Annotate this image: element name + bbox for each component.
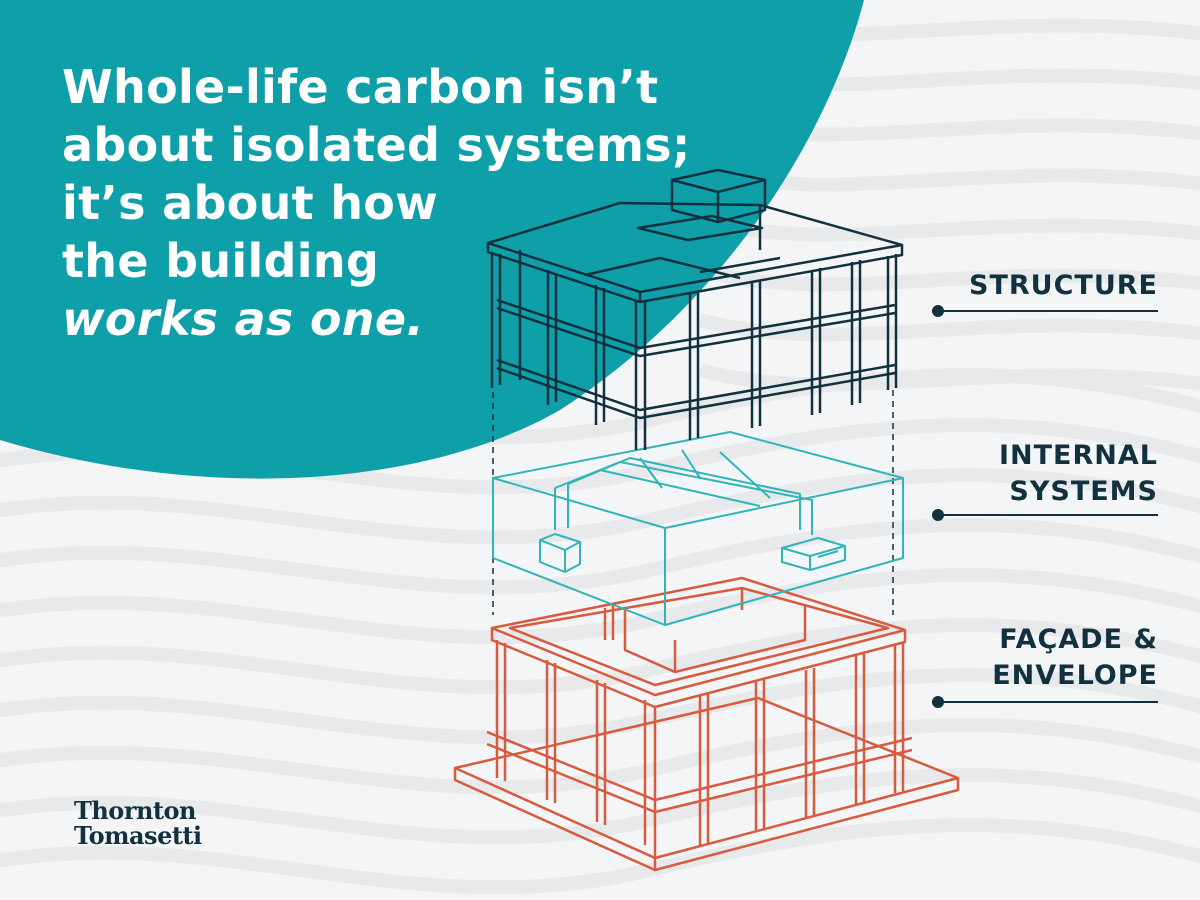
- internal-systems-label: INTERNAL SYSTEMS: [999, 438, 1158, 510]
- structure-leader-dot: [932, 305, 944, 317]
- structure-layer: [486, 168, 904, 450]
- headline-line-5: works as one.: [62, 292, 425, 346]
- facade-envelope-leader-dot: [932, 696, 944, 708]
- internal-systems-leader-dot: [932, 509, 944, 521]
- internal-systems-label-line-1: INTERNAL: [999, 440, 1158, 471]
- facade-envelope-label: FAÇADE & ENVELOPE: [992, 622, 1158, 694]
- headline: Whole-life carbon isn’t about isolated s…: [62, 58, 691, 348]
- logo-line-2: Tomasetti: [74, 821, 202, 850]
- headline-line-2: about isolated systems;: [62, 118, 691, 172]
- headline-line-4: the building: [62, 234, 380, 288]
- facade-envelope-leader-line: [932, 696, 1158, 708]
- headline-line-3: it’s about how: [62, 176, 438, 230]
- internal-systems-label-line-2: SYSTEMS: [1009, 476, 1158, 507]
- thornton-tomasetti-logo: Thornton Tomasetti: [74, 798, 202, 848]
- structure-label-text: STRUCTURE: [969, 270, 1158, 301]
- headline-line-1: Whole-life carbon isn’t: [62, 60, 659, 114]
- internal-systems-layer: [492, 431, 904, 626]
- logo-line-1: Thornton: [74, 796, 196, 825]
- internal-systems-leader-line: [932, 509, 1158, 521]
- structure-leader-line: [932, 305, 1158, 317]
- facade-envelope-label-line-2: ENVELOPE: [992, 660, 1158, 691]
- facade-envelope-label-line-1: FAÇADE &: [999, 624, 1158, 655]
- facade-envelope-layer: [453, 576, 960, 872]
- structure-label: STRUCTURE: [969, 268, 1158, 304]
